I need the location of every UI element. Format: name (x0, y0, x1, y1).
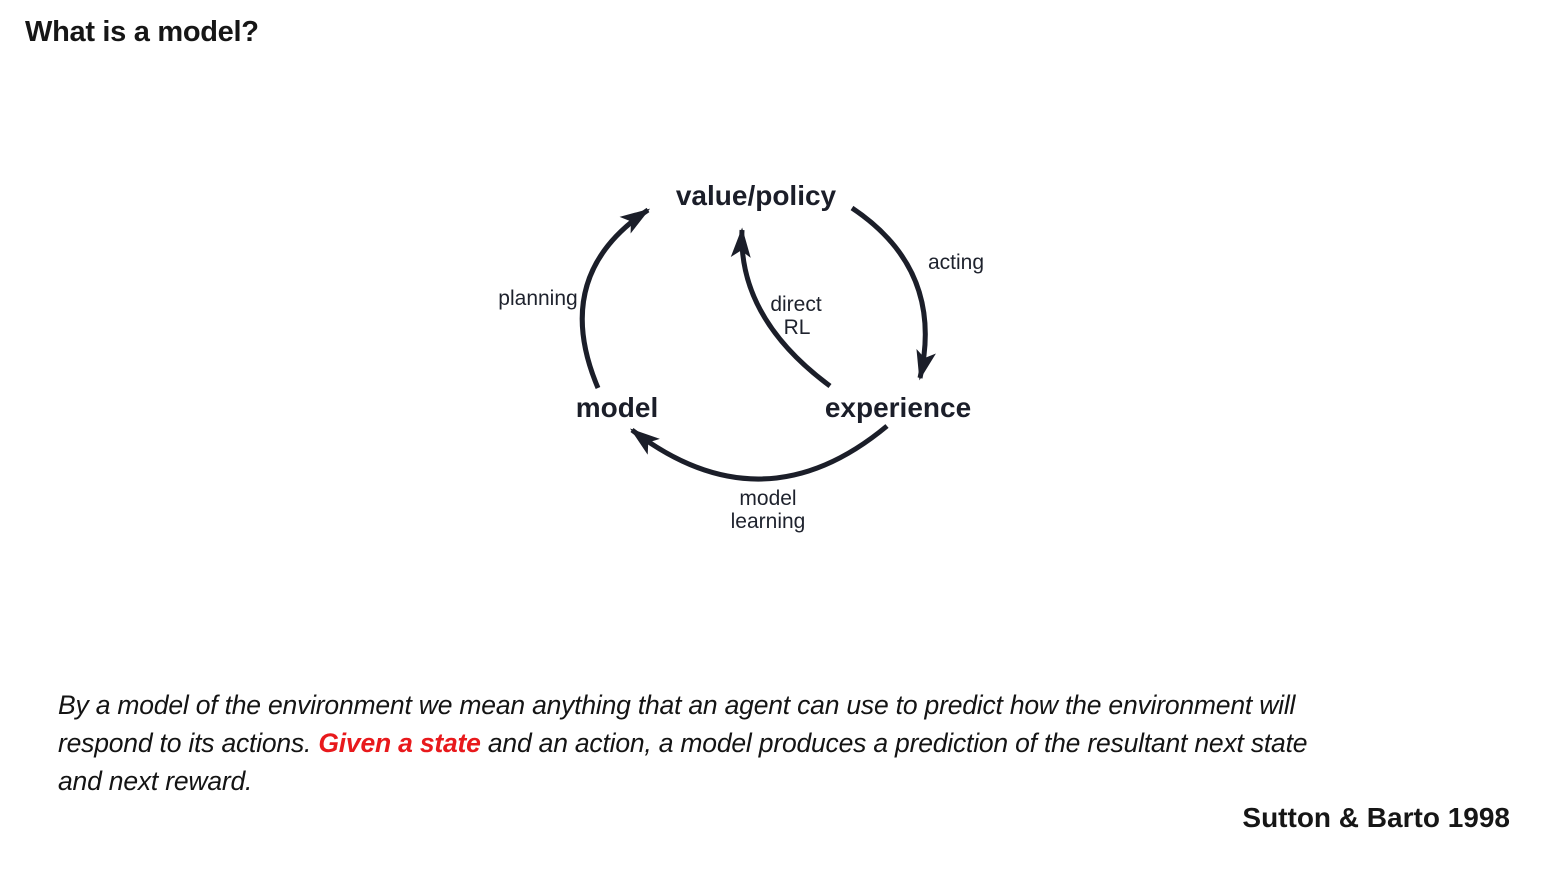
direct-rl-label-line2: RL (784, 316, 811, 339)
node-value-policy: value/policy (676, 180, 837, 211)
direct-rl-arrow (730, 227, 832, 389)
direct-rl-label-line1: direct (770, 293, 822, 316)
dyna-cycle-diagram: value/policy model experience planning a… (480, 150, 1000, 550)
node-model: model (576, 392, 658, 423)
quote-line-2-after: and an action, a model produces a predic… (480, 728, 1308, 758)
acting-label: acting (928, 251, 984, 274)
node-experience: experience (825, 392, 971, 423)
quote-line-3: and next reward. (58, 766, 253, 796)
dyna-cycle-svg: value/policy model experience planning a… (498, 180, 984, 533)
quote-highlight: Given a state (318, 728, 481, 758)
model-learning-label-line1: model (739, 487, 796, 510)
slide-title: What is a model? (25, 16, 259, 48)
planning-label: planning (498, 287, 577, 310)
quote-line-2: respond to its actions. Given a state an… (58, 724, 1518, 762)
quote-line-2-before: respond to its actions. (58, 728, 319, 758)
quote-line-1: By a model of the environment we mean an… (58, 690, 1296, 720)
model-learning-label-line2: learning (731, 510, 806, 533)
planning-arrow (579, 207, 651, 389)
model-learning-arrow (630, 424, 889, 482)
quote-paragraph: By a model of the environment we mean an… (58, 686, 1518, 800)
acting-arrow (850, 205, 936, 381)
citation: Sutton & Barto 1998 (1242, 802, 1510, 833)
